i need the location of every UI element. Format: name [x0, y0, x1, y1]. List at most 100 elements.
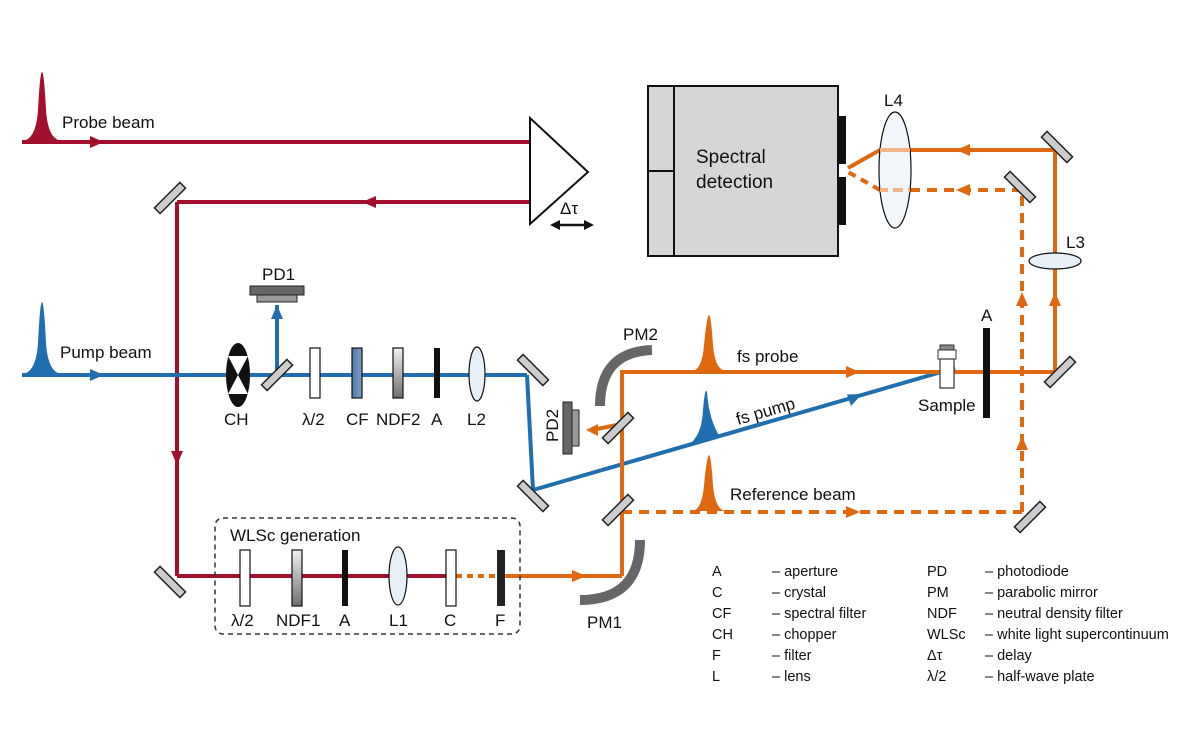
probe-arrows — [90, 136, 376, 465]
pd1-label: PD1 — [262, 265, 295, 284]
cf-label: CF — [346, 410, 369, 429]
l4-label: L4 — [884, 91, 903, 110]
lens-l2 — [468, 346, 486, 402]
crystal-c — [445, 549, 457, 607]
wlsc-generation-box — [214, 517, 521, 635]
pm2-label: PM2 — [623, 325, 658, 344]
legend-abbr: PM — [927, 585, 949, 601]
lens-l4 — [878, 111, 912, 229]
mirror-reference-top — [1003, 170, 1037, 204]
photodiode-pd1-icon — [249, 285, 305, 303]
mirror-pump-bottom — [516, 479, 550, 513]
legend-desc: – crystal — [772, 585, 826, 601]
fs-pump-pulse-icon — [692, 390, 720, 442]
beamsplitter-reference — [601, 493, 635, 527]
beamsplitter-pd1 — [260, 358, 294, 392]
legend-abbr: C — [712, 585, 722, 601]
aperture-sample — [983, 328, 990, 418]
lens-l3 — [1028, 252, 1082, 270]
legend-desc: – half-wave plate — [985, 669, 1095, 685]
legend-left: A – aperture C – crystal CF – spectral f… — [712, 564, 866, 685]
mirrors — [153, 130, 1077, 599]
beamsplitter-pd2 — [601, 411, 635, 445]
sample-cuvette-icon — [937, 344, 957, 389]
pump-beam-paths — [22, 305, 956, 492]
aperture-sample-label: A — [981, 306, 993, 325]
reference-pulse-icon — [692, 455, 726, 511]
spectral-detector — [647, 85, 846, 257]
mirror-top-right — [1040, 130, 1074, 164]
wlsc-item-filter: F — [495, 611, 505, 630]
probe-pulse-icon — [22, 72, 62, 141]
mirror-pump-top — [516, 353, 550, 387]
focus-rays — [847, 148, 881, 192]
reference-beam-paths — [622, 188, 1024, 514]
chopper-label: CH — [224, 410, 249, 429]
delay-arrow-icon — [550, 220, 594, 230]
pm1-label: PM1 — [587, 613, 622, 632]
legend-desc: – delay — [985, 648, 1033, 664]
probe-beam-label: Probe beam — [62, 113, 155, 132]
pump-beam-label: Pump beam — [60, 343, 152, 362]
photodiode-pd2-icon — [562, 401, 580, 455]
l2-label: L2 — [467, 410, 486, 429]
delay-label: Δτ — [560, 199, 578, 218]
legend-desc: – neutral density filter — [985, 606, 1123, 622]
legend-abbr: WLSc — [927, 627, 966, 643]
legend-abbr: λ/2 — [927, 669, 946, 685]
wlsc-item-halfwave: λ/2 — [231, 611, 254, 630]
halfwave-plate-wlsc — [239, 549, 251, 607]
fs-probe-label: fs probe — [737, 347, 798, 366]
probe-beam-paths — [22, 140, 538, 578]
legend-desc: – white light supercontinuum — [985, 627, 1169, 643]
reference-beam-label: Reference beam — [730, 485, 856, 504]
legend-abbr: Δτ — [927, 648, 943, 664]
legend-abbr: A — [712, 564, 722, 580]
pump-beam-down — [525, 374, 535, 491]
parabolic-mirror-pm1 — [579, 539, 645, 605]
aperture-pump-label: A — [431, 410, 443, 429]
filter-f — [497, 550, 505, 606]
retroreflector-prism — [529, 115, 590, 227]
spectral-filter-cf — [351, 347, 363, 399]
legend-abbr: F — [712, 648, 721, 664]
aperture-wlsc — [342, 550, 348, 606]
aperture-pump — [434, 348, 440, 398]
legend-desc: – spectral filter — [772, 606, 866, 622]
detector-label-line2: detection — [696, 172, 773, 193]
pump-beam-to-sample — [532, 366, 956, 492]
wlsc-item-aperture: A — [339, 611, 351, 630]
halfwave-pump-label: λ/2 — [302, 410, 325, 429]
mirror-reference-bottom — [1013, 500, 1047, 534]
chopper-icon — [226, 343, 250, 407]
ndf2-filter — [392, 347, 404, 399]
wlsc-box-title: WLSc generation — [230, 526, 360, 545]
legend-abbr: L — [712, 669, 720, 685]
parabolic-mirror-pm2 — [595, 345, 653, 407]
wlsc-arrows — [572, 144, 1061, 582]
legend-abbr: CF — [712, 606, 731, 622]
legend-desc: – chopper — [772, 627, 837, 643]
wlsc-item-crystal: C — [444, 611, 456, 630]
ndf2-label: NDF2 — [376, 410, 420, 429]
pump-arrows — [90, 305, 862, 406]
fs-probe-pulse-icon — [692, 315, 726, 371]
lens-l1 — [388, 546, 408, 606]
legend-abbr: PD — [927, 564, 947, 580]
ndf1-filter — [291, 549, 303, 607]
legend-desc: – aperture — [772, 564, 838, 580]
halfwave-plate-pump — [309, 347, 321, 399]
mirror-sample-out — [1043, 355, 1077, 389]
mirror-probe-bottom — [153, 565, 187, 599]
legend-desc: – photodiode — [985, 564, 1069, 580]
pd2-label: PD2 — [543, 409, 562, 442]
legend-desc: – filter — [772, 648, 812, 664]
l3-label: L3 — [1066, 233, 1085, 252]
legend-desc: – parabolic mirror — [985, 585, 1098, 601]
sample-label: Sample — [918, 396, 976, 415]
mirror-probe-top — [153, 181, 187, 215]
detector-label-line1: Spectral — [696, 147, 766, 168]
wlsc-item-ndf1: NDF1 — [276, 611, 320, 630]
pump-pulse-icon — [22, 302, 62, 374]
